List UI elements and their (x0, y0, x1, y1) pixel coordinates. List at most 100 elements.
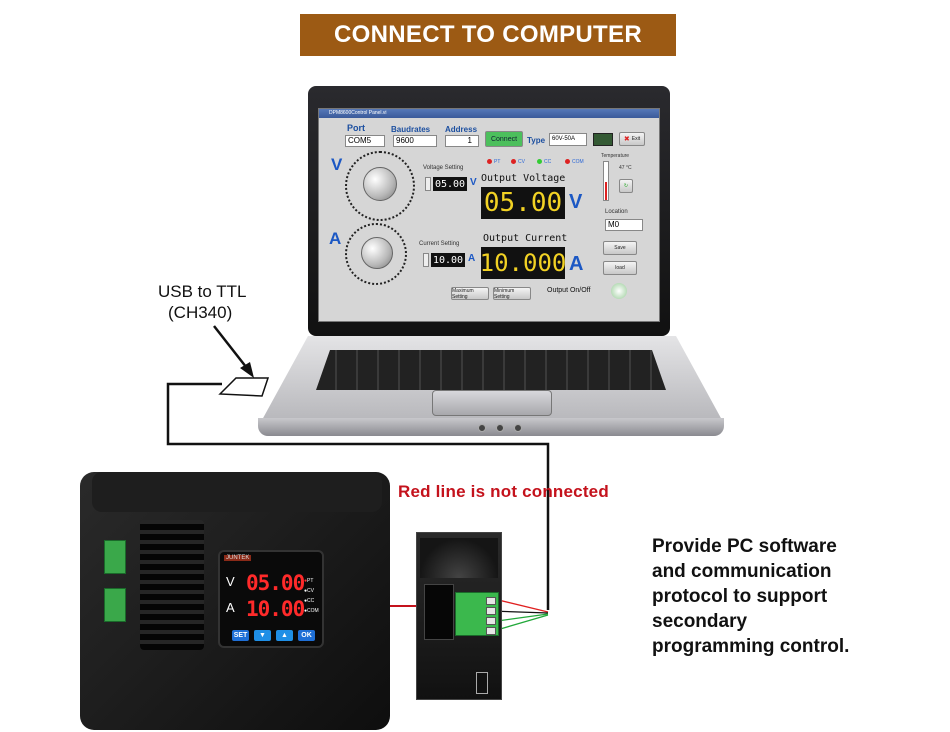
exit-button[interactable]: ✖ Exit (619, 132, 645, 146)
pc-software-note: Provide PC software and communication pr… (652, 534, 912, 659)
terminal-screw (486, 627, 496, 635)
device-current-reading: 10.00 (246, 597, 305, 621)
voltage-setting-label: Voltage Setting (423, 165, 464, 171)
front-indicator-icon (478, 424, 486, 432)
comm-terminal-block (455, 592, 499, 636)
usb-arrow-line (213, 325, 251, 373)
laptop-touchpad (432, 390, 552, 416)
connect-button[interactable]: Connect (485, 131, 523, 147)
terminal-screw (486, 617, 496, 625)
usb-arrow-head (240, 362, 254, 378)
laptop-front (258, 418, 724, 436)
location-select[interactable]: M0 (605, 219, 643, 231)
refresh-icon[interactable]: ↻ (619, 179, 633, 193)
baudrate-select[interactable]: 9600 (393, 135, 437, 147)
device-led-cc: ●CC (304, 598, 315, 604)
device-led-com: ●COM (304, 608, 319, 614)
location-label: Location (605, 209, 628, 215)
device-brand: JUNTEK (224, 555, 252, 561)
voltage-setting-unit: V (470, 177, 477, 188)
device-led-cv-label: CV (307, 588, 314, 594)
led-pt-label: PT (494, 159, 501, 165)
led-cv-label: CV (518, 159, 525, 165)
type-label: Type (527, 136, 546, 145)
voltage-setting-input[interactable]: 05.00 (433, 177, 467, 191)
usb-dongle (218, 377, 270, 397)
led-cc-icon (537, 159, 542, 164)
voltage-knob[interactable] (363, 167, 397, 201)
temperature-unit: °C (625, 165, 632, 171)
output-voltage-display: 05.00 (481, 187, 565, 219)
output-onoff-label: Output On/Off (547, 287, 591, 294)
rear-switch[interactable] (476, 672, 488, 694)
exit-label: Exit (631, 136, 641, 142)
port-select[interactable]: COM5 (345, 135, 385, 147)
port-label: Port (347, 123, 365, 133)
current-setting-label: Current Setting (419, 241, 460, 247)
terminal-screw (486, 597, 496, 605)
red-line-note: Red line is not connected (398, 482, 609, 501)
temperature-value: 47 °C (619, 165, 632, 171)
minimum-setting-button[interactable]: Minimum Setting (493, 287, 531, 300)
front-indicator-icon (514, 424, 522, 432)
device-ok-button[interactable]: OK (298, 630, 315, 641)
device-terminal-lower (104, 588, 126, 622)
current-setting-unit: A (468, 253, 476, 264)
device-top-bar (92, 472, 382, 512)
output-current-display: 10.000 (479, 247, 567, 279)
note-line: secondary (652, 611, 748, 632)
note-line: programming control. (652, 636, 850, 657)
device-led-cv: ●CV (304, 588, 314, 594)
status-indicator (593, 133, 613, 146)
front-indicator-icon (496, 424, 504, 432)
baudrates-label: Baudrates (391, 125, 431, 134)
led-cv-icon (511, 159, 516, 164)
temperature-label: Temperature (601, 153, 630, 159)
device-set-button[interactable]: SET (232, 630, 249, 641)
save-button[interactable]: Save (603, 241, 637, 255)
voltage-unit-label: V (331, 155, 343, 174)
device-lcd: JUNTEK V 05.00 A 10.00 ●PT ●CV ●CC ●COM … (218, 550, 324, 648)
note-line: Provide PC software (652, 536, 837, 557)
thermometer-icon (603, 161, 609, 201)
device-led-pt-label: PT (307, 578, 314, 584)
control-panel-window: DPM8600Control Panel.vi Port COM5 Baudra… (318, 108, 660, 322)
current-setting-input[interactable]: 10.00 (431, 253, 465, 267)
power-connector (424, 584, 454, 640)
thermometer-fill (605, 182, 607, 200)
address-input[interactable]: 1 (445, 135, 479, 147)
output-current-label: Output Current (483, 233, 568, 244)
ch340-label: (CH340) (168, 303, 233, 322)
chevron-down-icon: ▼ (259, 632, 266, 639)
led-pt-icon (487, 159, 492, 164)
current-knob[interactable] (361, 237, 393, 269)
current-stepper[interactable] (423, 253, 429, 267)
fan-icon (420, 538, 498, 578)
current-unit-label: A (329, 229, 342, 248)
output-toggle-button[interactable] (611, 283, 627, 299)
voltage-stepper[interactable] (425, 177, 431, 191)
usb-ttl-label: USB to TTL (158, 282, 247, 301)
banner-title: CONNECT TO COMPUTER (300, 14, 676, 56)
laptop-keyboard (316, 350, 666, 390)
led-com-icon (565, 159, 570, 164)
chevron-up-icon: ▲ (281, 632, 288, 639)
window-titlebar: DPM8600Control Panel.vi (319, 109, 659, 118)
close-icon: ✖ (623, 136, 630, 143)
output-current-unit: A (569, 253, 584, 275)
device-vent (140, 520, 204, 650)
device-down-button[interactable]: ▼ (254, 630, 271, 641)
output-voltage-unit: V (569, 191, 583, 213)
device-led-pt: ●PT (304, 578, 314, 584)
current-dial-scale (345, 223, 407, 285)
device-voltage-reading: 05.00 (246, 571, 305, 595)
load-button[interactable]: load (603, 261, 637, 275)
device-led-com-label: COM (307, 608, 319, 614)
device-terminal-upper (104, 540, 126, 574)
note-line: and communication (652, 561, 832, 582)
maximum-setting-button[interactable]: Maximum Setting (451, 287, 489, 300)
terminal-screw (486, 607, 496, 615)
type-select[interactable]: 60V-50A (549, 133, 587, 146)
device-up-button[interactable]: ▲ (276, 630, 293, 641)
device-v-label: V (226, 574, 235, 589)
